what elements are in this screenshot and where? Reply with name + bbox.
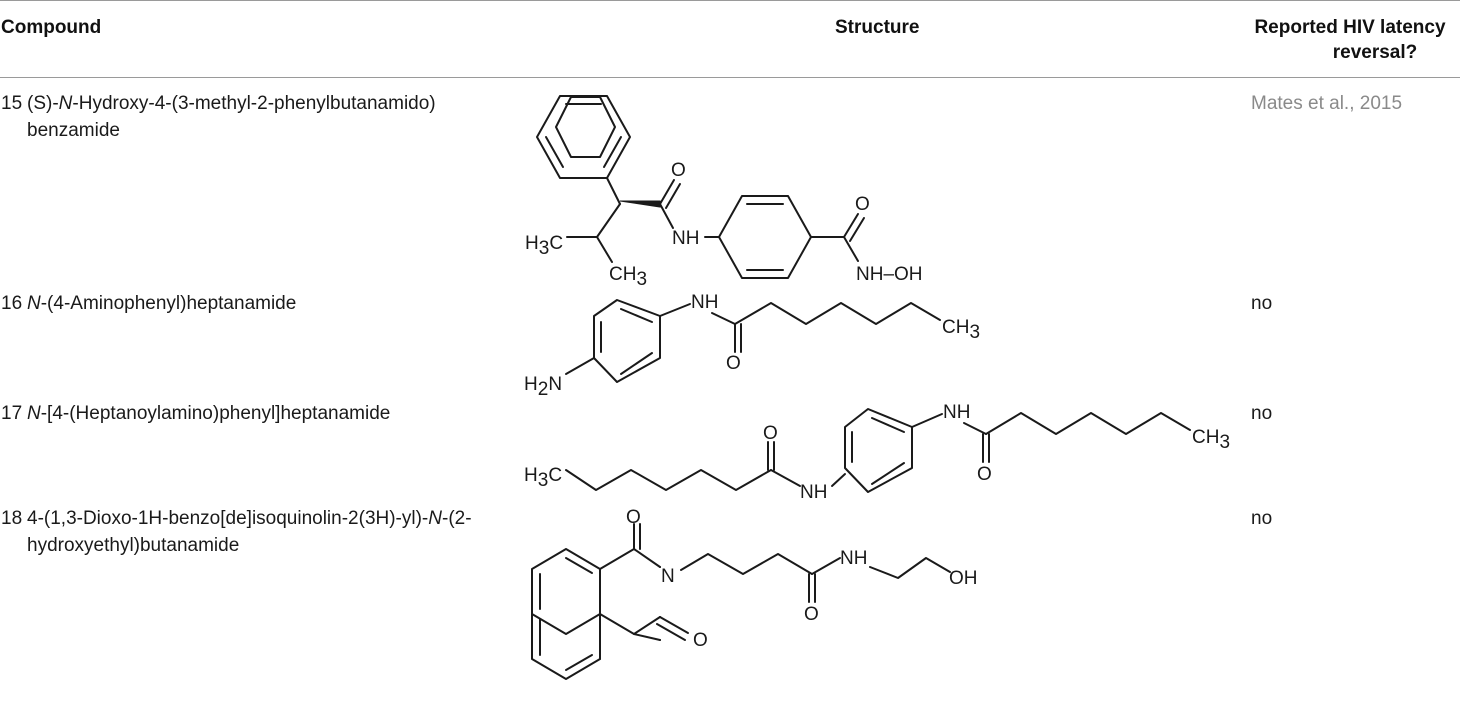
imide-ring <box>599 613 661 635</box>
bond <box>565 557 593 574</box>
benzene-ring <box>718 195 812 279</box>
bond <box>871 462 905 485</box>
header-reported: Reported HIV latency reversal? <box>1240 15 1460 65</box>
bond <box>711 312 736 325</box>
alkyl-chain <box>680 553 813 575</box>
bond <box>565 357 595 375</box>
compound-name: (S)-N-Hydroxy-4-(3-methyl-2-phenylbutana… <box>27 90 507 144</box>
alkyl-chain <box>734 302 941 325</box>
ring-lower-edges <box>531 613 601 680</box>
bond <box>620 352 653 375</box>
atom-label: H3C <box>524 465 562 491</box>
compound-number: 15 <box>1 93 23 114</box>
name-part: 4-(1,3-Dioxo-1H-benzo[de]isoquinolin-2(3… <box>27 508 429 529</box>
bond <box>659 303 691 317</box>
atom-label: H2N <box>524 374 562 400</box>
bond <box>831 473 846 487</box>
reported-value: no <box>1251 403 1273 424</box>
compound-number: 17 <box>1 403 23 424</box>
atom-label: NH <box>840 548 867 569</box>
atom-label: NH–OH <box>856 264 923 285</box>
bond <box>659 179 675 205</box>
name-part: -Hydroxy-4-(3-methyl-2-phenylbutanamido) <box>72 93 436 114</box>
atom-label: O <box>671 160 686 181</box>
compound-name: 4-(1,3-Dioxo-1H-benzo[de]isoquinolin-2(3… <box>27 505 507 559</box>
compound-name: N-(4-Aminophenyl)heptanamide <box>27 290 507 317</box>
atom-label: NH <box>691 292 718 313</box>
atom-label: O <box>763 423 778 444</box>
bond <box>659 616 689 634</box>
name-italic-part: N <box>58 93 73 114</box>
atom-label: O <box>804 604 819 625</box>
atom-label: CH3 <box>942 317 980 343</box>
atom-label: H3C <box>525 233 563 259</box>
bond <box>620 308 653 323</box>
bond <box>565 654 593 671</box>
table-top-rule <box>0 0 1460 1</box>
alkyl-chain <box>869 557 951 579</box>
alkyl-chain <box>565 469 772 491</box>
header-reported-line1: Reported HIV latency <box>1254 17 1446 38</box>
compound-name: N-[4-(Heptanoylamino)phenyl]heptanamide <box>27 400 507 427</box>
bond <box>811 557 841 575</box>
bond <box>633 633 661 641</box>
atom-label: CH3 <box>609 264 647 290</box>
name-italic-part: N <box>428 508 442 529</box>
atom-label: O <box>726 353 741 374</box>
bond <box>770 469 801 487</box>
bond <box>606 177 621 205</box>
header-structure: Structure <box>835 17 920 38</box>
bond <box>596 236 613 263</box>
reported-value: no <box>1251 508 1273 529</box>
atom-label: NH <box>800 482 827 503</box>
atom-label: O <box>855 194 870 215</box>
header-compound: Compound <box>1 17 102 38</box>
bond <box>963 422 987 435</box>
bond <box>665 183 681 209</box>
name-part: benzamide <box>27 120 120 141</box>
atom-label: CH3 <box>1192 427 1230 453</box>
ring-upper <box>531 548 601 635</box>
name-part: hydroxyethyl)butanamide <box>27 535 240 556</box>
bond <box>843 213 859 238</box>
alkyl-chain <box>985 412 1191 435</box>
table-header-rule <box>0 77 1460 78</box>
compound-number: 16 <box>1 293 23 314</box>
name-part: -(4-Aminophenyl)heptanamide <box>40 293 297 314</box>
reference-link[interactable]: Mates et al., 2015 <box>1251 93 1403 114</box>
bond <box>871 417 905 433</box>
bond <box>545 136 564 168</box>
atom-label: N <box>661 566 675 587</box>
atom-label: O <box>977 464 992 485</box>
name-part: (S)- <box>27 93 59 114</box>
atom-label: O <box>626 507 641 528</box>
atom-label: OH <box>949 568 978 589</box>
name-italic-part: N <box>27 293 41 314</box>
name-italic-part: N <box>27 403 41 424</box>
header-reported-line2: reversal? <box>1332 42 1418 63</box>
bond <box>603 136 622 168</box>
bond <box>656 623 686 641</box>
bond <box>659 203 674 229</box>
bond <box>849 217 865 242</box>
bond <box>911 413 943 428</box>
name-part: -[4-(Heptanoylamino)phenyl]heptanamide <box>40 403 391 424</box>
reported-value: no <box>1251 293 1273 314</box>
imide-ring <box>599 548 661 570</box>
atom-label: NH <box>672 228 699 249</box>
atom-label: NH <box>943 402 970 423</box>
atom-label: O <box>693 630 708 651</box>
compound-number: 18 <box>1 508 23 529</box>
bond <box>843 236 859 262</box>
name-part: -(2- <box>442 508 472 529</box>
bond <box>596 203 621 238</box>
